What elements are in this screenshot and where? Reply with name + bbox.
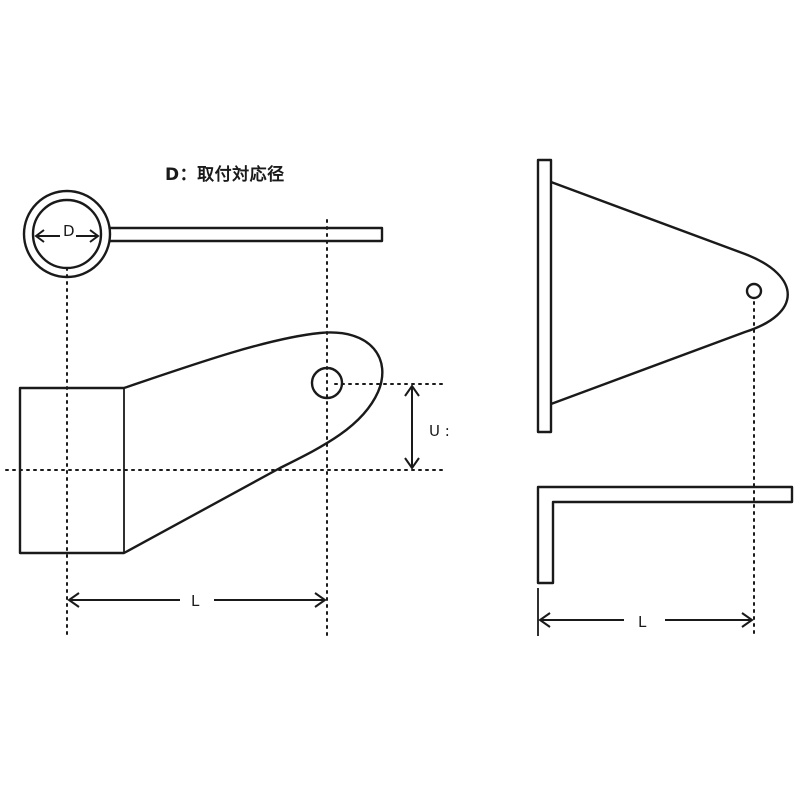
- l-left-arrow-end: [314, 592, 327, 608]
- u-dimension: U :: [404, 384, 450, 470]
- ring-top-view: D: [22, 189, 384, 279]
- l-dimension-right: L: [537, 588, 754, 636]
- plate-hole: [745, 282, 763, 300]
- d-arrow-right: [89, 229, 100, 243]
- l-right-arrow-end: [741, 612, 754, 628]
- l-left-arrow-start: [67, 592, 80, 608]
- l-dimension-label-left: L: [191, 592, 200, 610]
- l-right-arrow-start: [538, 612, 551, 628]
- d-label-bg: [60, 222, 76, 240]
- plate-triangle-outline: [550, 180, 789, 406]
- bracket-side-outline: [18, 331, 384, 555]
- l-dimension-left: L: [67, 592, 327, 610]
- l-dimension-label-right: L: [638, 613, 647, 631]
- plate-front-view: [536, 158, 789, 434]
- construction-lines-left: [5, 219, 446, 637]
- d-arrow-left: [34, 229, 45, 243]
- bracket-side-view: [18, 331, 384, 555]
- u-arrow-top: [404, 384, 420, 397]
- d-dimension-label: D: [63, 222, 75, 240]
- l-bracket-outline: [536, 485, 794, 585]
- u-arrow-bottom: [404, 457, 420, 470]
- u-dimension-label: U :: [429, 422, 450, 440]
- strap-top-view: [110, 226, 384, 243]
- legend-text: D：取付対応径: [165, 164, 285, 185]
- plate-flange: [536, 158, 553, 434]
- l-bracket-view: [536, 485, 794, 585]
